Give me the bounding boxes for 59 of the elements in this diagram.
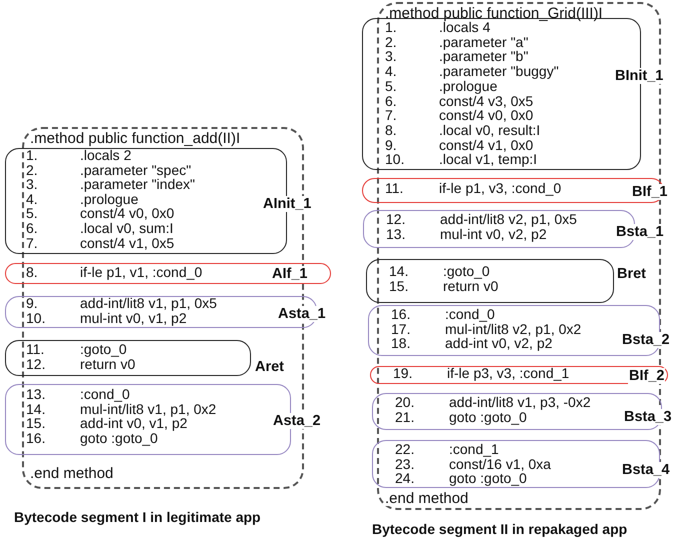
block-label: Asta_2 [272,413,322,429]
block-label: BIf_1 [631,184,668,200]
code-line: 4. .prologue [26,192,138,206]
code-line: 7. const/4 v1, 0x5 [26,236,174,250]
method-header: .method public function_Grid(III)I [385,6,603,21]
block-label: AInit_1 [262,196,312,212]
block-label: Bsta_4 [621,462,671,478]
code-line: 2. .parameter "spec" [26,162,192,178]
code-line: 13. :cond_0 [26,387,130,402]
code-line: 5. .prologue [385,78,498,94]
code-line: 19. if-le p3, v3, :cond_1 [393,366,570,381]
code-line: 20. add-int/lit8 v1, p3, -0x2 [395,395,591,410]
code-line: 13. mul-int v0, v2, p2 [386,226,547,242]
code-line: 16. goto :goto_0 [26,430,158,446]
caption: Bytecode segment II in repakaged app [372,521,628,537]
code-line: 18. add-int v0, v2, p2 [391,336,552,351]
block-label: Bsta_1 [615,224,665,240]
code-line: 6. const/4 v3, 0x5 [385,94,534,108]
code-line: 12. return v0 [26,356,136,372]
code-line: 2. .parameter "a" [385,34,528,50]
code-line: 7. const/4 v0, 0x0 [385,108,534,123]
block-label: Bsta_3 [623,409,673,425]
code-line: 15. add-int v0, v1, p2 [26,416,188,431]
block-label: BIf_2 [628,368,666,384]
code-line: 12. add-int/lit8 v2, p1, 0x5 [386,212,577,227]
block-label: AIf_1 [271,266,308,282]
code-line: 11. :goto_0 [26,342,127,357]
code-line: 22. :cond_1 [395,442,499,457]
method-header: .method public function_add(II)I [30,131,240,146]
code-line: 21. goto :goto_0 [395,410,527,424]
end-method-text: .end method [30,466,114,481]
code-line: 8. .local v0, result:I [385,122,540,138]
code-line: 3. .parameter "b" [385,49,528,64]
block-label: BInit_1 [614,68,664,84]
end-method-text: .end method [385,491,468,506]
block-label: Bsta_2 [621,332,671,348]
code-line: 10. .local v1, temp:I [385,152,538,167]
code-line: 14. :goto_0 [389,264,490,279]
code-line: 16. :cond_0 [391,307,495,322]
code-line: 8. if-le p1, v1, :cond_0 [26,265,202,280]
caption: Bytecode segment I in legitimate app [14,509,261,525]
code-line: 23. const/16 v1, 0xa [395,456,551,472]
code-line: 6. .local v0, sum:I [26,221,174,236]
code-line: 15. return v0 [389,278,498,294]
block-label: Asta_1 [277,306,327,322]
code-line: 17. mul-int/lit8 v2, p1, 0x2 [391,322,582,336]
code-line: 1. .locals 4 [385,20,490,35]
code-block [5,263,331,284]
code-line: 9. const/4 v1, 0x0 [385,138,534,152]
code-line: 11. if-le p1, v3, :cond_0 [385,181,562,196]
code-line: 1. .locals 2 [26,148,132,163]
code-line: 4. .parameter "buggy" [385,64,559,79]
code-line: 14. mul-int/lit8 v1, p1, 0x2 [26,402,216,416]
code-line: 5. const/4 v0, 0x0 [26,206,174,221]
code-line: 10. mul-int v0, v1, p2 [26,310,187,326]
code-line: 3. .parameter "index" [26,177,195,192]
code-block [5,340,251,376]
code-line: 24. goto :goto_0 [395,471,527,486]
code-line: 9. add-int/lit8 v1, p1, 0x5 [26,296,217,311]
